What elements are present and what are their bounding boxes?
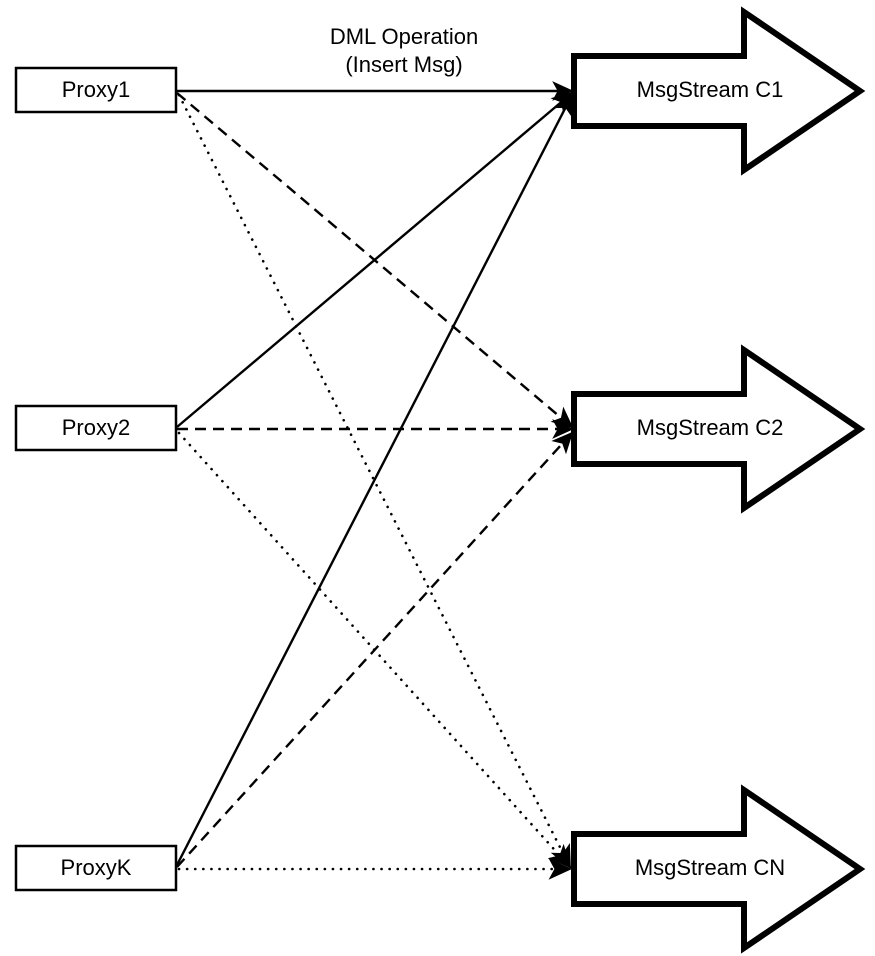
link-p1-cn <box>177 93 572 869</box>
block-arrow-shape <box>571 784 866 954</box>
proxy-box-shape <box>14 844 178 892</box>
msgstream-label: MsgStream C1 <box>637 77 784 102</box>
edge-caption-line1: DML Operation <box>330 24 478 49</box>
block-arrow-shape <box>571 344 866 514</box>
msgstream-stream_c2[interactable]: MsgStream C2 <box>571 344 866 514</box>
msgstream-label: MsgStream CN <box>635 855 785 880</box>
link-pk-c1 <box>175 93 574 866</box>
link-pk-c2 <box>176 431 574 868</box>
proxy-node-proxy2[interactable]: Proxy2 <box>14 404 178 452</box>
msgstream-stream_cn[interactable]: MsgStream CN <box>571 784 866 954</box>
stream-group: MsgStream C1 MsgStream C2 MsgStream CN <box>571 6 866 954</box>
proxy-box-shape <box>14 66 178 114</box>
link-p2-c1 <box>176 91 574 428</box>
proxy-label: Proxy2 <box>62 415 130 440</box>
proxy-box-shape <box>14 404 178 452</box>
proxy-node-proxy1[interactable]: Proxy1 <box>14 66 178 114</box>
link-line-solid <box>176 91 574 428</box>
edge-caption: DML Operation (Insert Msg) <box>330 24 478 77</box>
edge-caption-line2: (Insert Msg) <box>345 52 462 77</box>
link-line-dashed <box>176 431 574 868</box>
link-line-solid <box>175 93 574 866</box>
link-line-dotted <box>177 93 572 869</box>
proxy-label: Proxy1 <box>62 77 130 102</box>
proxy-node-proxyK[interactable]: ProxyK <box>14 844 178 892</box>
msgstream-label: MsgStream C2 <box>637 415 784 440</box>
link-group <box>175 81 574 880</box>
proxy-label: ProxyK <box>61 855 132 880</box>
block-arrow-shape <box>571 6 866 176</box>
msgstream-stream_c1[interactable]: MsgStream C1 <box>571 6 866 176</box>
